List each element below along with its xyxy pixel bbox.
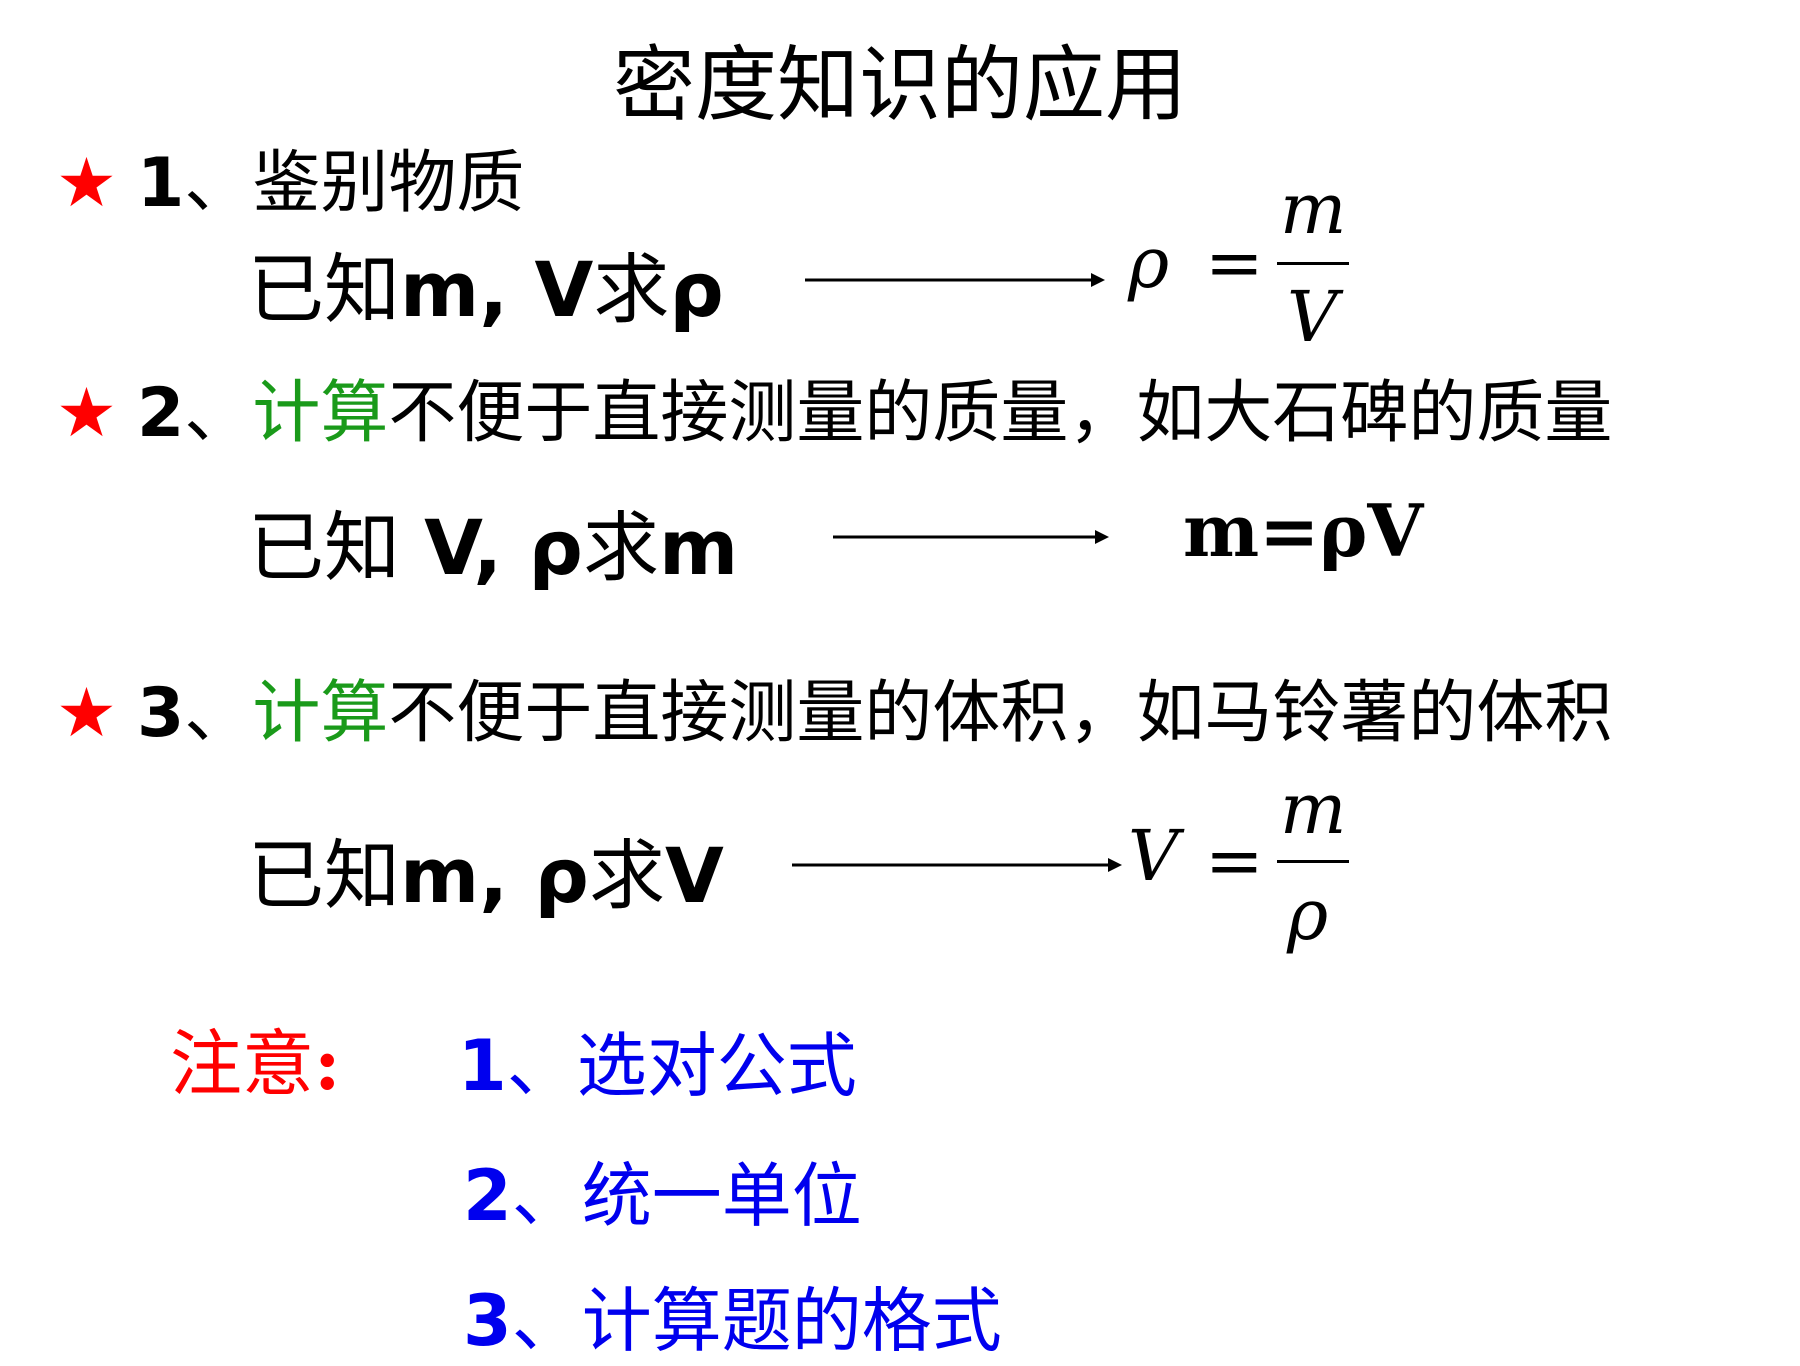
item-highlight: 计算 <box>252 674 389 753</box>
note-point-text: 统一单位 <box>581 1155 862 1237</box>
note-point-separator: 、 <box>511 1155 582 1237</box>
item-separator: 、 <box>184 674 253 753</box>
formula-3-fraction-bar <box>1277 860 1349 863</box>
find-var: ρ <box>669 245 724 334</box>
formula-3-denominator: ρ <box>1287 874 1329 956</box>
item-2-heading: ★2、计算不便于直接测量的质量，如大石碑的质量 <box>56 380 1612 448</box>
note-point-text: 计算题的格式 <box>581 1280 1002 1362</box>
item-number: 3 <box>136 674 185 753</box>
note-point-3: 3、计算题的格式 <box>463 1265 1002 1366</box>
page-title: 密度知识的应用 <box>612 38 1187 133</box>
note-point-separator: 、 <box>511 1280 582 1362</box>
formula-1-equals: = <box>1205 222 1264 304</box>
formula-1-lhs: ρ <box>1128 222 1170 304</box>
note-point-number: 1 <box>458 1025 507 1107</box>
item-2-given: 已知 V, ρ求m <box>248 510 738 586</box>
given-vars: m, V <box>400 245 594 334</box>
formula-3-numerator: m <box>1280 768 1347 850</box>
find-label: 求 <box>582 503 659 592</box>
item-number: 2 <box>136 374 185 453</box>
item-1-given: 已知m, V求ρ <box>248 252 724 328</box>
star-icon: ★ <box>56 674 117 753</box>
note-point-separator: 、 <box>506 1025 577 1107</box>
arrow-right-icon <box>792 858 1122 872</box>
find-var: V <box>664 831 724 920</box>
item-text: 不便于直接测量的体积，如马铃薯的体积 <box>388 674 1613 753</box>
star-icon: ★ <box>56 144 117 223</box>
item-text: 不便于直接测量的质量，如大石碑的质量 <box>388 374 1613 453</box>
item-separator: 、 <box>184 144 253 223</box>
formula-1-fraction-bar <box>1277 262 1349 265</box>
formula-1-numerator: m <box>1280 168 1347 250</box>
given-label: 已知 <box>248 503 425 592</box>
item-separator: 、 <box>184 374 253 453</box>
star-icon: ★ <box>56 374 117 453</box>
note-label-text: 注意 <box>170 1022 315 1106</box>
given-vars: m, ρ <box>400 831 589 920</box>
item-text: 鉴别物质 <box>252 144 525 223</box>
find-label: 求 <box>588 831 665 920</box>
given-label: 已知 <box>248 245 400 334</box>
note-label-colon: : <box>314 1021 341 1106</box>
item-3-given: 已知m, ρ求V <box>248 838 724 914</box>
formula-3-equals: = <box>1205 820 1264 902</box>
find-var: m <box>658 503 739 592</box>
item-3-heading: ★3、计算不便于直接测量的体积，如马铃薯的体积 <box>56 680 1612 748</box>
item-number: 1 <box>136 144 185 223</box>
find-label: 求 <box>593 245 670 334</box>
given-label: 已知 <box>248 831 400 920</box>
item-highlight: 计算 <box>252 374 389 453</box>
formula-2: m=ρV <box>1183 488 1424 573</box>
arrow-right-icon <box>805 273 1105 287</box>
note-point-2: 2、统一单位 <box>463 1140 862 1241</box>
formula-3-lhs: V <box>1128 815 1179 897</box>
note-label: 注意: <box>170 1005 341 1110</box>
formula-1-denominator: V <box>1287 276 1338 358</box>
note-point-1: 1、选对公式 <box>458 1010 857 1111</box>
arrow-right-icon <box>833 530 1109 544</box>
note-point-number: 2 <box>463 1155 512 1237</box>
note-point-text: 选对公式 <box>576 1025 857 1107</box>
note-point-number: 3 <box>463 1280 512 1362</box>
item-1-heading: ★1、鉴别物质 <box>56 150 524 218</box>
given-vars: V, ρ <box>424 503 583 592</box>
